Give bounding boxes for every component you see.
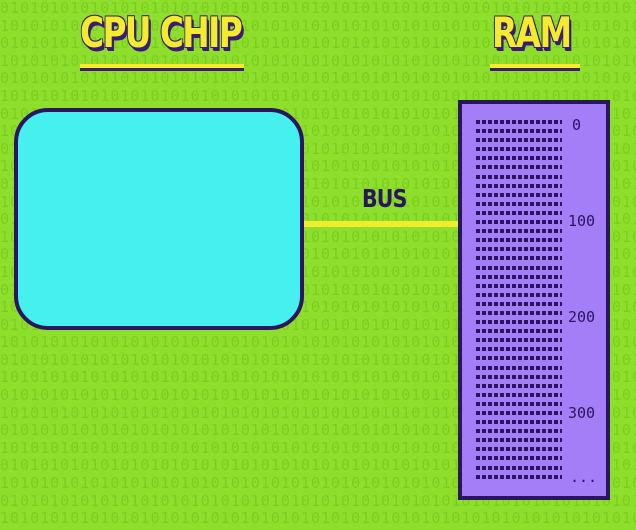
ram-memory-row xyxy=(476,247,562,252)
ram-memory-row xyxy=(476,374,562,379)
ram-memory-row xyxy=(476,201,562,206)
ram-memory-row xyxy=(476,192,562,197)
ram-memory-row xyxy=(476,238,562,243)
ram-memory-row xyxy=(476,420,562,425)
ram-memory-row xyxy=(476,292,562,297)
ram-memory-row xyxy=(476,301,562,306)
ram-memory-row xyxy=(476,474,562,479)
ram-memory-row xyxy=(476,265,562,270)
ram-address-label: 300 xyxy=(568,404,596,422)
ram-memory-row xyxy=(476,183,562,188)
ram-memory-row xyxy=(476,283,562,288)
ram-memory-row xyxy=(476,138,562,143)
ram-memory-row xyxy=(476,129,562,134)
ram-address-label: ... xyxy=(570,468,598,486)
ram-address-label: 100 xyxy=(568,212,596,230)
ram-memory-row xyxy=(476,310,562,315)
bus-label: BUS xyxy=(362,184,407,213)
ram-memory-row xyxy=(476,465,562,470)
ram-memory-row xyxy=(476,392,562,397)
ram-memory-row xyxy=(476,120,562,124)
ram-address-label: 200 xyxy=(568,308,596,326)
ram-title-underline xyxy=(490,64,580,68)
ram-memory-row xyxy=(476,147,562,152)
ram-memory-row xyxy=(476,438,562,443)
ram-memory-row xyxy=(476,429,562,434)
ram-memory-row xyxy=(476,383,562,388)
bus-line xyxy=(304,221,462,227)
ram-memory-row xyxy=(476,411,562,415)
ram-memory-row xyxy=(476,256,562,261)
ram-memory-row xyxy=(476,347,562,352)
ram-memory-row xyxy=(476,210,562,215)
ram-memory-row xyxy=(476,356,562,361)
ram-memory-row xyxy=(476,165,562,170)
ram-memory-row xyxy=(476,401,562,406)
ram-memory-row xyxy=(476,274,562,279)
ram-memory-rows xyxy=(476,120,562,484)
ram-memory-row xyxy=(476,174,562,179)
ram-memory-row xyxy=(476,220,562,225)
ram-memory-row xyxy=(476,456,562,461)
ram-memory-row xyxy=(476,229,562,234)
cpu-chip-title: CPU CHIP xyxy=(80,8,243,57)
ram-memory-row xyxy=(476,447,562,452)
cpu-chip-box xyxy=(14,108,304,330)
ram-title: RAM xyxy=(492,8,572,57)
ram-memory-row xyxy=(476,320,562,325)
ram-box: 0 100 200 300 ... xyxy=(458,100,610,500)
ram-memory-row xyxy=(476,365,562,370)
ram-address-label: 0 xyxy=(572,116,582,134)
ram-memory-row xyxy=(476,156,562,161)
ram-memory-row xyxy=(476,338,562,343)
ram-memory-row xyxy=(476,329,562,334)
cpu-title-underline xyxy=(80,64,244,68)
